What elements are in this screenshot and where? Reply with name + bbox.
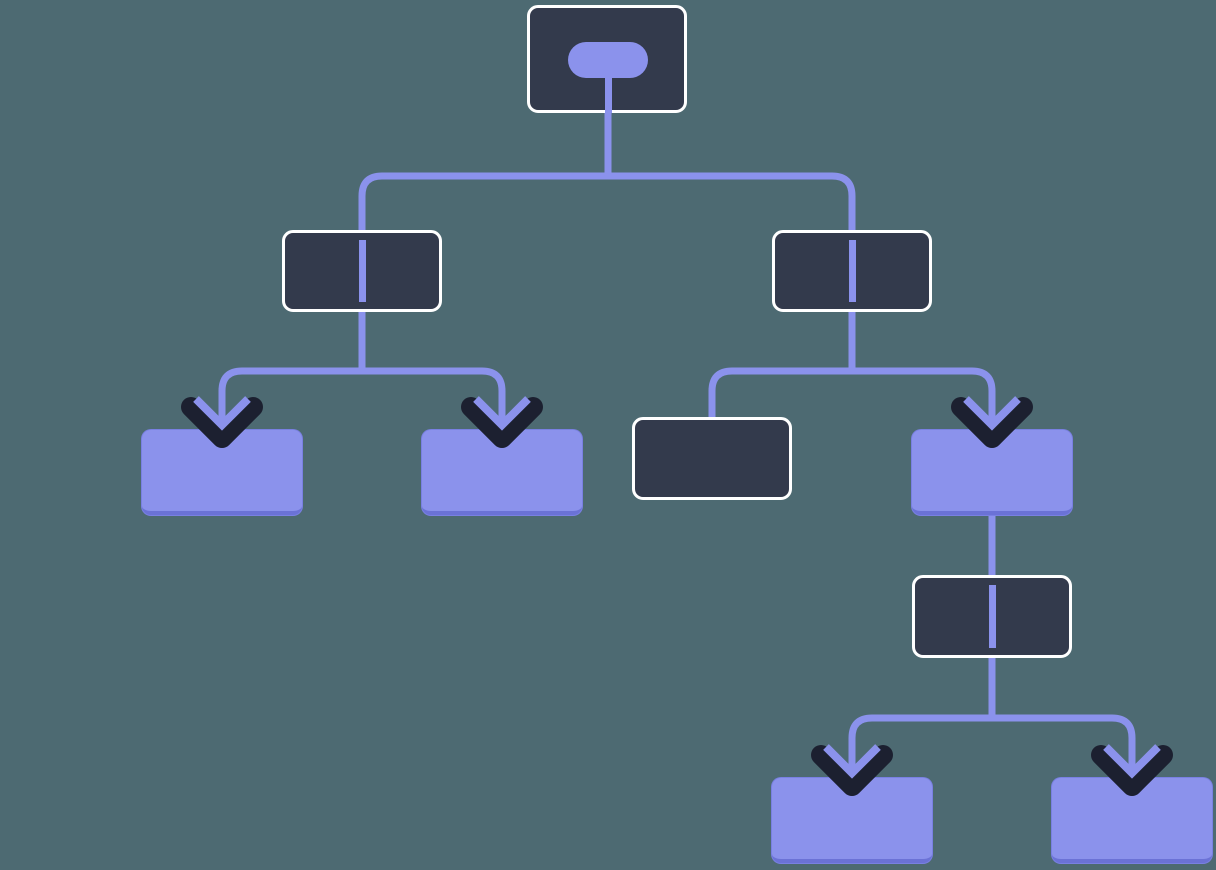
- tree-node-l2-b[interactable]: [422, 430, 582, 515]
- tree-node-l2-c[interactable]: [632, 417, 792, 500]
- node-pass-through-line: [988, 585, 996, 648]
- node-pass-through-line: [358, 240, 366, 302]
- tree-node-l2-d[interactable]: [912, 430, 1072, 515]
- tree-node-l4-a[interactable]: [772, 778, 932, 863]
- tree-node-l2-a[interactable]: [142, 430, 302, 515]
- node-pass-through-line: [848, 240, 856, 302]
- tree-node-l4-b[interactable]: [1052, 778, 1212, 863]
- root-node-pill-stem: [605, 60, 612, 113]
